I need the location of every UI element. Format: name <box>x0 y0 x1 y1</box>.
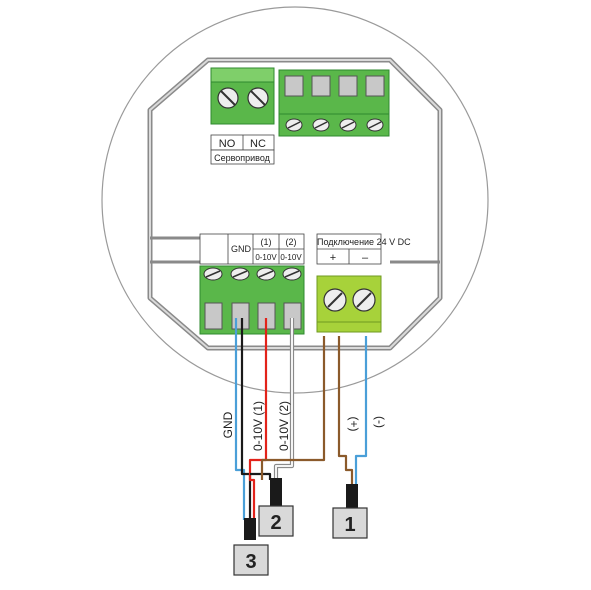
wires <box>234 318 368 520</box>
connector-box-2: 2 <box>258 505 294 537</box>
power-terminal-block <box>316 275 382 333</box>
signal-label-table: GND (1) 0-10V (2) 0-10V <box>199 233 305 265</box>
screw-terminal-no[interactable] <box>217 87 239 109</box>
wire-label-plus: (+) <box>347 417 361 432</box>
header-plus: + <box>330 252 336 264</box>
plug-3 <box>244 518 256 540</box>
connector-number-2: 2 <box>270 512 281 534</box>
power-label-table: Подключение 24 V DC + – <box>316 233 411 265</box>
power-screw-minus[interactable] <box>352 288 376 312</box>
wire-minus-blue <box>354 336 368 485</box>
wire-label-minus: (-) <box>373 416 387 428</box>
header-ch2: (2) <box>286 237 297 247</box>
connector-box-3: 3 <box>233 544 269 576</box>
plug-1 <box>346 484 358 510</box>
label-nc: NC <box>250 138 266 150</box>
connector-box-1: 1 <box>332 507 368 539</box>
plug-2 <box>270 478 282 508</box>
wire-plus-brown-b <box>337 336 354 485</box>
wire-label-gnd: GND <box>221 411 235 438</box>
header-power: Подключение 24 V DC <box>317 237 411 247</box>
aux-slot-2 <box>311 75 331 97</box>
header-ch2-range: 0-10V <box>280 253 302 262</box>
aux-terminal-block <box>278 69 390 137</box>
wire-ch1-red <box>248 318 268 520</box>
header-minus: – <box>362 252 369 264</box>
wire-ch2-white <box>275 318 293 480</box>
screw-terminal-nc[interactable] <box>247 87 269 109</box>
aux-slot-3 <box>338 75 358 97</box>
wire-plus-brown-a <box>260 336 326 480</box>
wire-label-ch2: 0-10V (2) <box>277 401 291 451</box>
header-ch1-range: 0-10V <box>255 253 277 262</box>
connector-number-1: 1 <box>344 514 355 536</box>
connector-number-3: 3 <box>245 551 256 573</box>
relay-terminal-block: NO NC Сервопривод <box>210 67 275 165</box>
power-screw-plus[interactable] <box>323 288 347 312</box>
aux-slot-4 <box>365 75 385 97</box>
signal-terminal-block <box>199 265 305 335</box>
header-ch1: (1) <box>261 237 272 247</box>
wire-gnd-black <box>240 318 252 520</box>
aux-slot-1 <box>284 75 304 97</box>
label-servo-drive: Сервопривод <box>214 153 271 163</box>
wire-label-ch1: 0-10V (1) <box>251 401 265 451</box>
header-gnd: GND <box>231 244 252 254</box>
label-no: NO <box>219 138 236 150</box>
signal-slot-gnd <box>231 302 250 330</box>
wire-gnd-blue <box>234 318 246 520</box>
signal-slot-1 <box>204 302 223 330</box>
